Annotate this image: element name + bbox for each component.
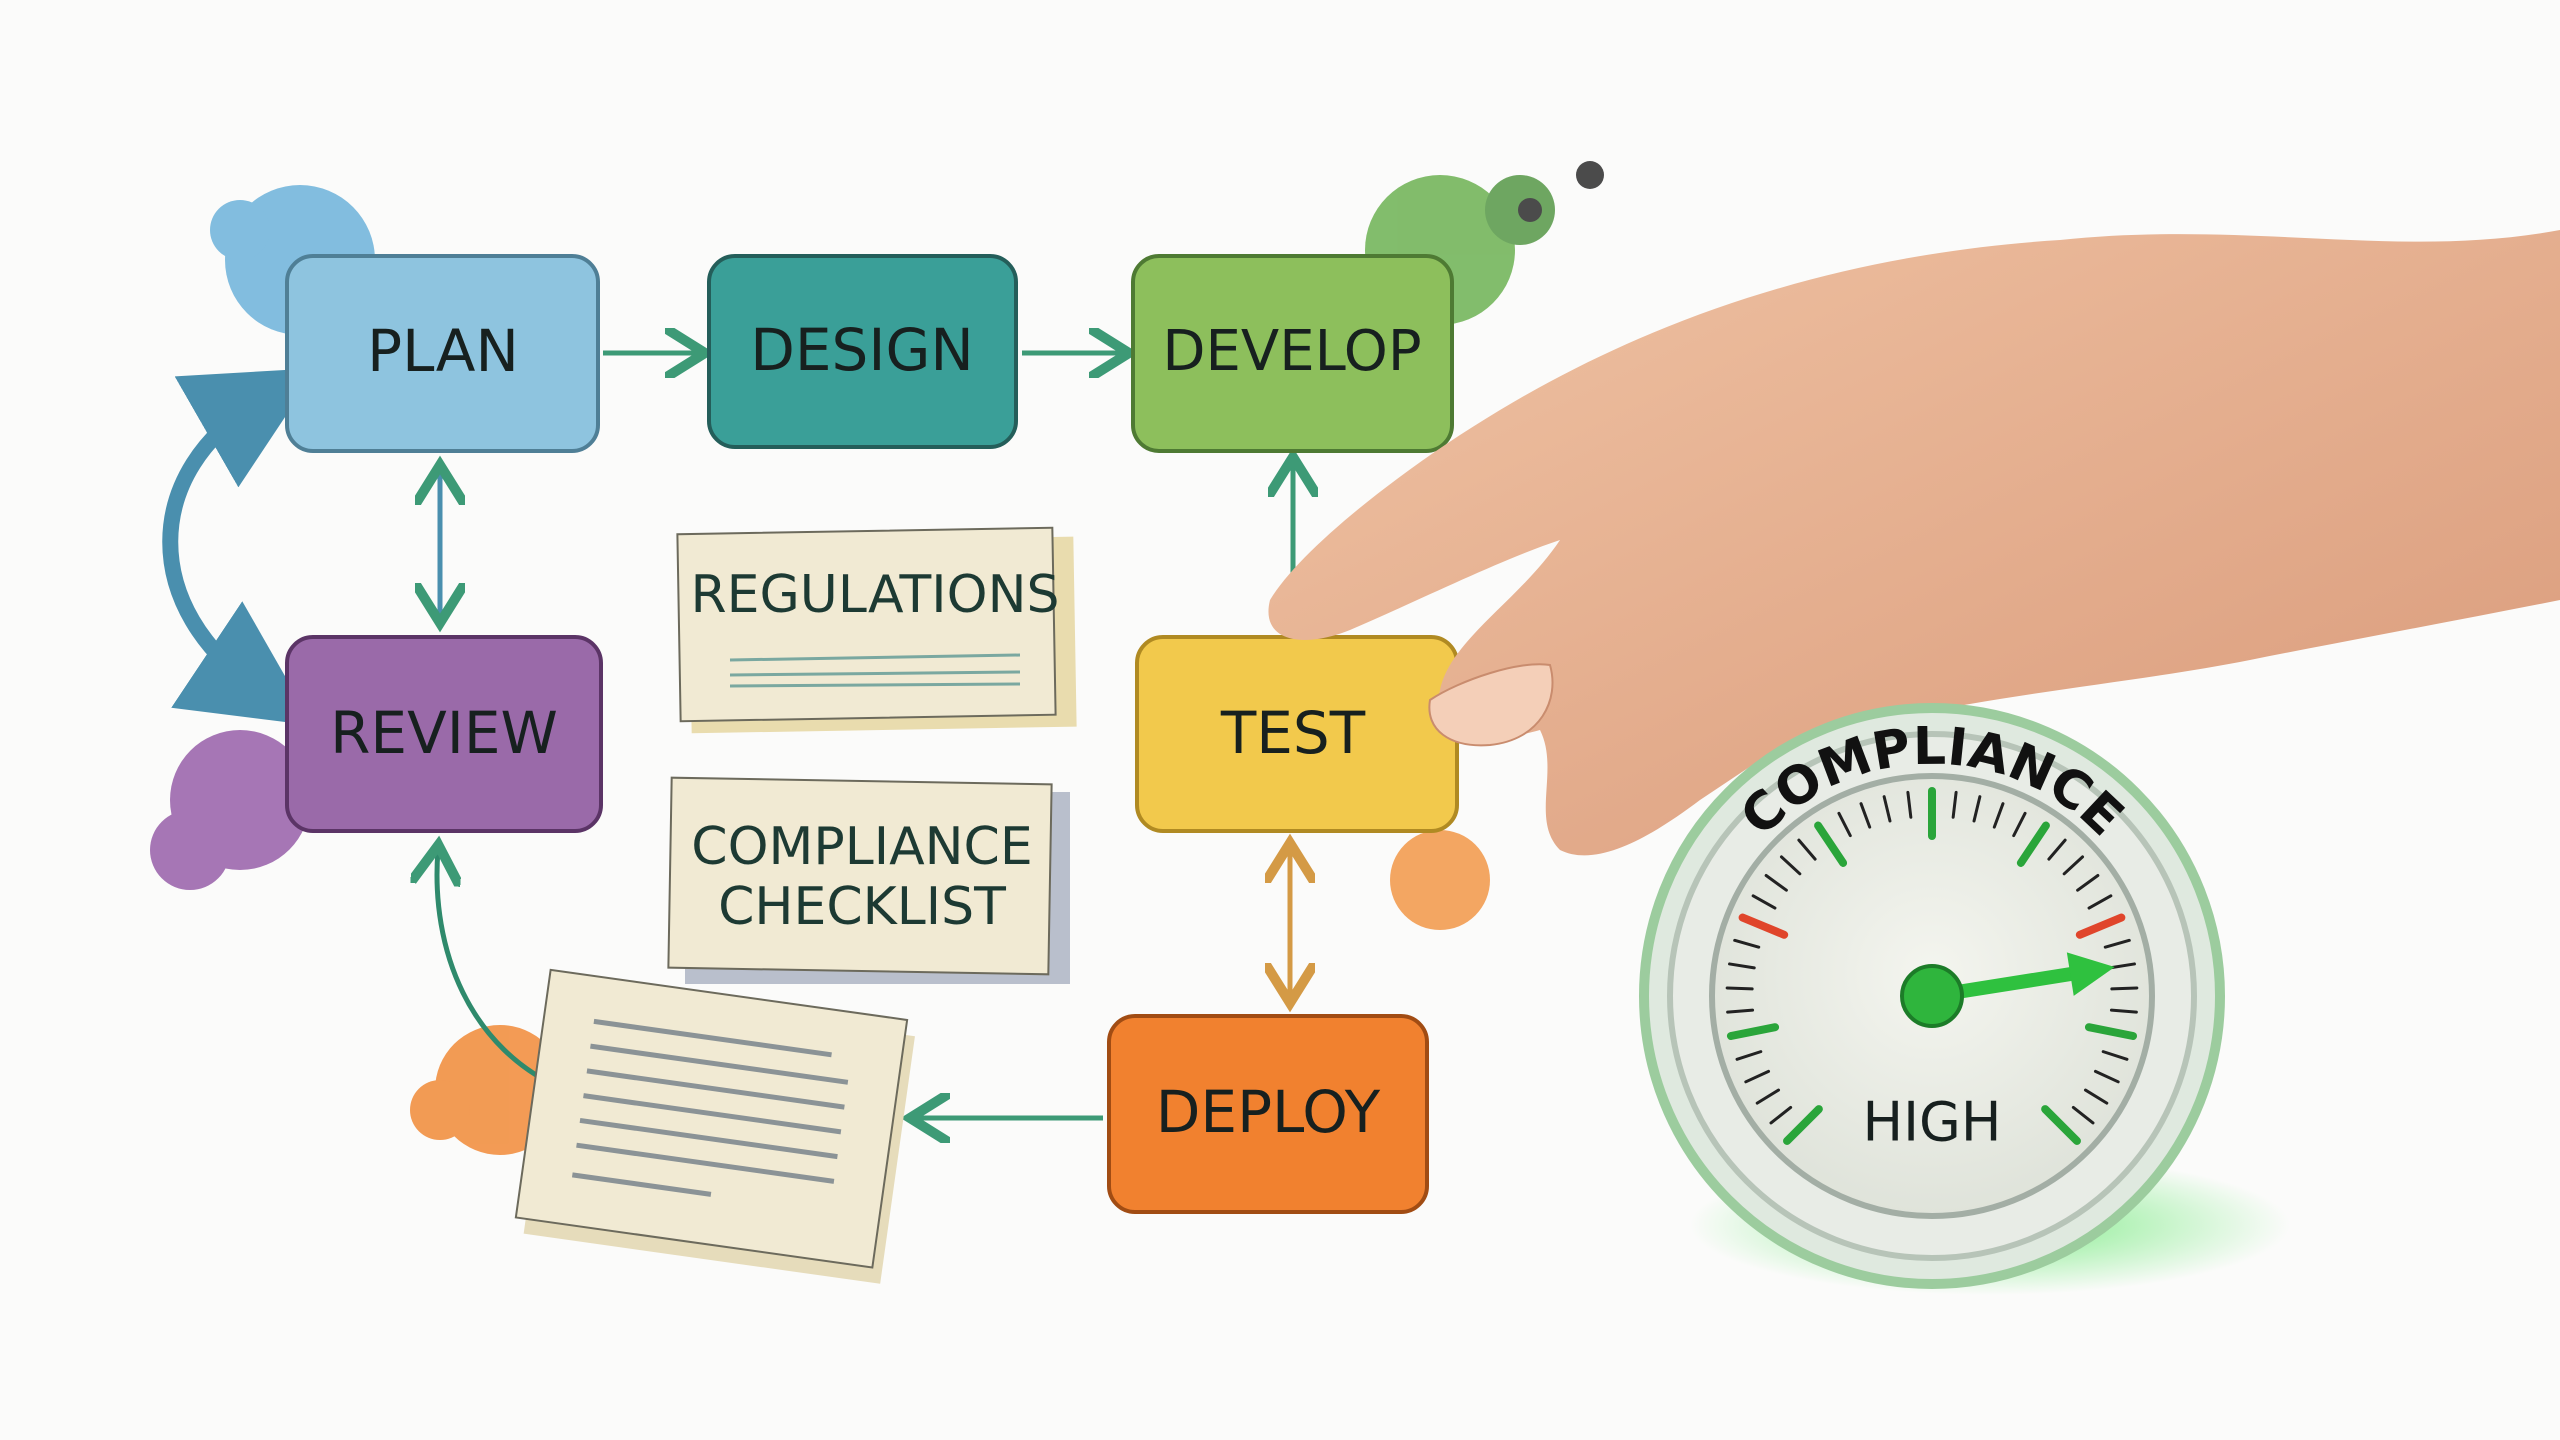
gauge-tick — [1751, 894, 1777, 910]
node-develop: DEVELOP — [1131, 254, 1454, 453]
gauge-tick — [1725, 986, 1754, 991]
gauge-tick — [1837, 811, 1852, 838]
gauge-tick — [2071, 1105, 2095, 1125]
gauge-tick — [2047, 838, 2067, 861]
gauge-tick — [1882, 795, 1892, 823]
node-design: DESIGN — [707, 254, 1018, 449]
gauge-tick — [1972, 795, 1982, 823]
gauge-tick — [2016, 821, 2050, 867]
gauge-tick — [1744, 1069, 1771, 1084]
hand-illustration — [1268, 230, 2560, 856]
note-regulations: REGULATIONS — [676, 526, 1077, 734]
node-label: DESIGN — [750, 316, 974, 384]
gauge-tick — [1726, 1023, 1780, 1040]
gauge-tick — [2062, 855, 2085, 876]
note-compliance-checklist: COMPLIANCE CHECKLIST — [667, 776, 1070, 984]
gauge-tick — [1779, 855, 1802, 876]
gauge-tick — [2109, 1008, 2138, 1014]
gauge-tick — [1726, 1008, 1755, 1014]
node-review: REVIEW — [285, 635, 603, 833]
note-line-2: CHECKLIST — [718, 877, 1006, 937]
compliance-gauge: COMPLIANCE HIGH — [1639, 703, 2290, 1295]
gauge-tick — [1951, 790, 1958, 819]
flow-arrows — [162, 353, 1293, 1118]
gauge-needle-arrowhead — [2066, 952, 2115, 996]
gauge-tick — [2084, 1023, 2138, 1040]
node-label: DEPLOY — [1156, 1078, 1381, 1146]
gauge-reading-label: HIGH — [1863, 1091, 2002, 1154]
gauge-tick — [1797, 838, 1817, 861]
gauge-tick — [2087, 894, 2113, 910]
gauge-tick — [1769, 1105, 1793, 1125]
gauge-tick — [2076, 874, 2100, 892]
arrow-review-to-plan-loop — [162, 368, 318, 726]
gauge-tick — [1992, 802, 2005, 829]
node-label: TEST — [1220, 699, 1366, 767]
gauge-tick — [1906, 790, 1913, 819]
node-label: DEVELOP — [1162, 319, 1421, 384]
gauge-ticks — [1725, 787, 2139, 1145]
gauge-tick — [2012, 811, 2027, 838]
gauge-tick — [2103, 938, 2131, 949]
note-line-1: COMPLIANCE — [691, 817, 1032, 877]
gauge-hub — [1900, 964, 1964, 1028]
gauge-tick — [2101, 1050, 2129, 1061]
document-paper-icon — [514, 968, 915, 1284]
gauge-tick — [1735, 1050, 1763, 1061]
gauge-tick — [2041, 1105, 2081, 1145]
gauge-tick — [1755, 1088, 1781, 1105]
note-title: REGULATIONS — [691, 565, 1060, 625]
gauge-tick — [2093, 1069, 2120, 1084]
gauge-tick — [1859, 802, 1872, 829]
gauge-tick — [2075, 913, 2126, 939]
gauge-tick — [1783, 1105, 1823, 1145]
node-test: TEST — [1135, 635, 1459, 833]
node-label: PLAN — [367, 317, 519, 385]
node-deploy: DEPLOY — [1107, 1014, 1429, 1214]
gauge-tick — [1764, 874, 1788, 892]
gauge-tick — [2083, 1088, 2109, 1105]
gauge-tick — [1733, 938, 1761, 949]
gauge-tick — [1728, 962, 1756, 970]
arrow-document-to-review — [437, 850, 566, 1093]
gauge-tick — [1738, 913, 1789, 939]
node-label: REVIEW — [330, 699, 558, 767]
gauge-tick — [2110, 986, 2139, 991]
gauge-tick — [1814, 821, 1848, 867]
node-plan: PLAN — [285, 254, 600, 453]
